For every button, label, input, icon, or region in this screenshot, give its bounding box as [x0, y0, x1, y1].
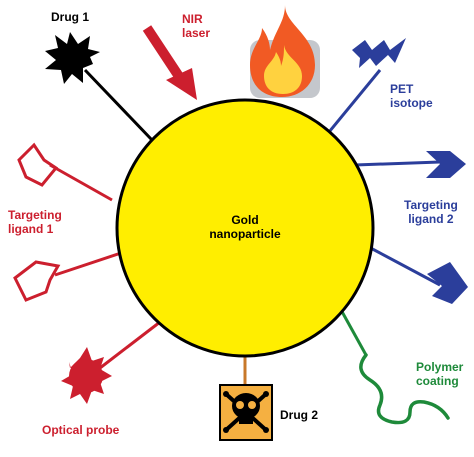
targeting2-lower-linker [364, 243, 441, 287]
nanoparticle-label: Gold nanoparticle [195, 213, 295, 241]
drug1-label: Drug 1 [51, 10, 90, 24]
drug2-label: Drug 2 [280, 408, 319, 422]
polymer-coating-label: Polymer coating [416, 360, 463, 388]
nanoparticle-line2: nanoparticle [209, 227, 281, 241]
polymer-linker [338, 307, 368, 356]
nanoparticle-line1: Gold [231, 213, 259, 227]
black-star-icon [45, 32, 100, 84]
targeting2-line1: Targeting [404, 198, 458, 212]
arrow-icon [427, 262, 468, 304]
skull-icon [219, 384, 273, 441]
targeting-ligand-1-label: Targeting ligand 1 [8, 208, 62, 236]
nir-line2: laser [182, 26, 211, 40]
polymer-line2: coating [416, 374, 459, 388]
arrow-icon [426, 151, 466, 178]
nir-line1: NIR [182, 12, 203, 26]
targeting1-line2: ligand 1 [8, 222, 54, 236]
drug1-linker [83, 68, 154, 142]
pet-line2: isotope [390, 96, 433, 110]
red-arrow-icon [142, 25, 197, 100]
pet-isotope-label: PET isotope [390, 82, 433, 110]
arrow-icon [17, 142, 59, 187]
targeting-ligand-2-label: Targeting ligand 2 [404, 198, 458, 226]
nir-laser-label: NIR laser [182, 12, 210, 40]
pet-line1: PET [390, 82, 414, 96]
arrow-icon [13, 260, 61, 302]
polymer-wave [359, 353, 450, 425]
targeting1-line1: Targeting [8, 208, 62, 222]
optical-probe-label: Optical probe [42, 423, 120, 437]
sun-icon [61, 347, 112, 404]
targeting1-lower-linker [54, 248, 131, 277]
targeting1-upper-linker [49, 163, 113, 202]
flame-icon [250, 5, 320, 98]
targeting2-upper-linker [354, 160, 441, 167]
gold-nanoparticle [115, 98, 375, 358]
polymer-line1: Polymer [416, 360, 464, 374]
targeting2-line2: ligand 2 [408, 212, 454, 226]
lightning-bolt-icon [352, 38, 406, 68]
optical-linker [99, 320, 161, 370]
